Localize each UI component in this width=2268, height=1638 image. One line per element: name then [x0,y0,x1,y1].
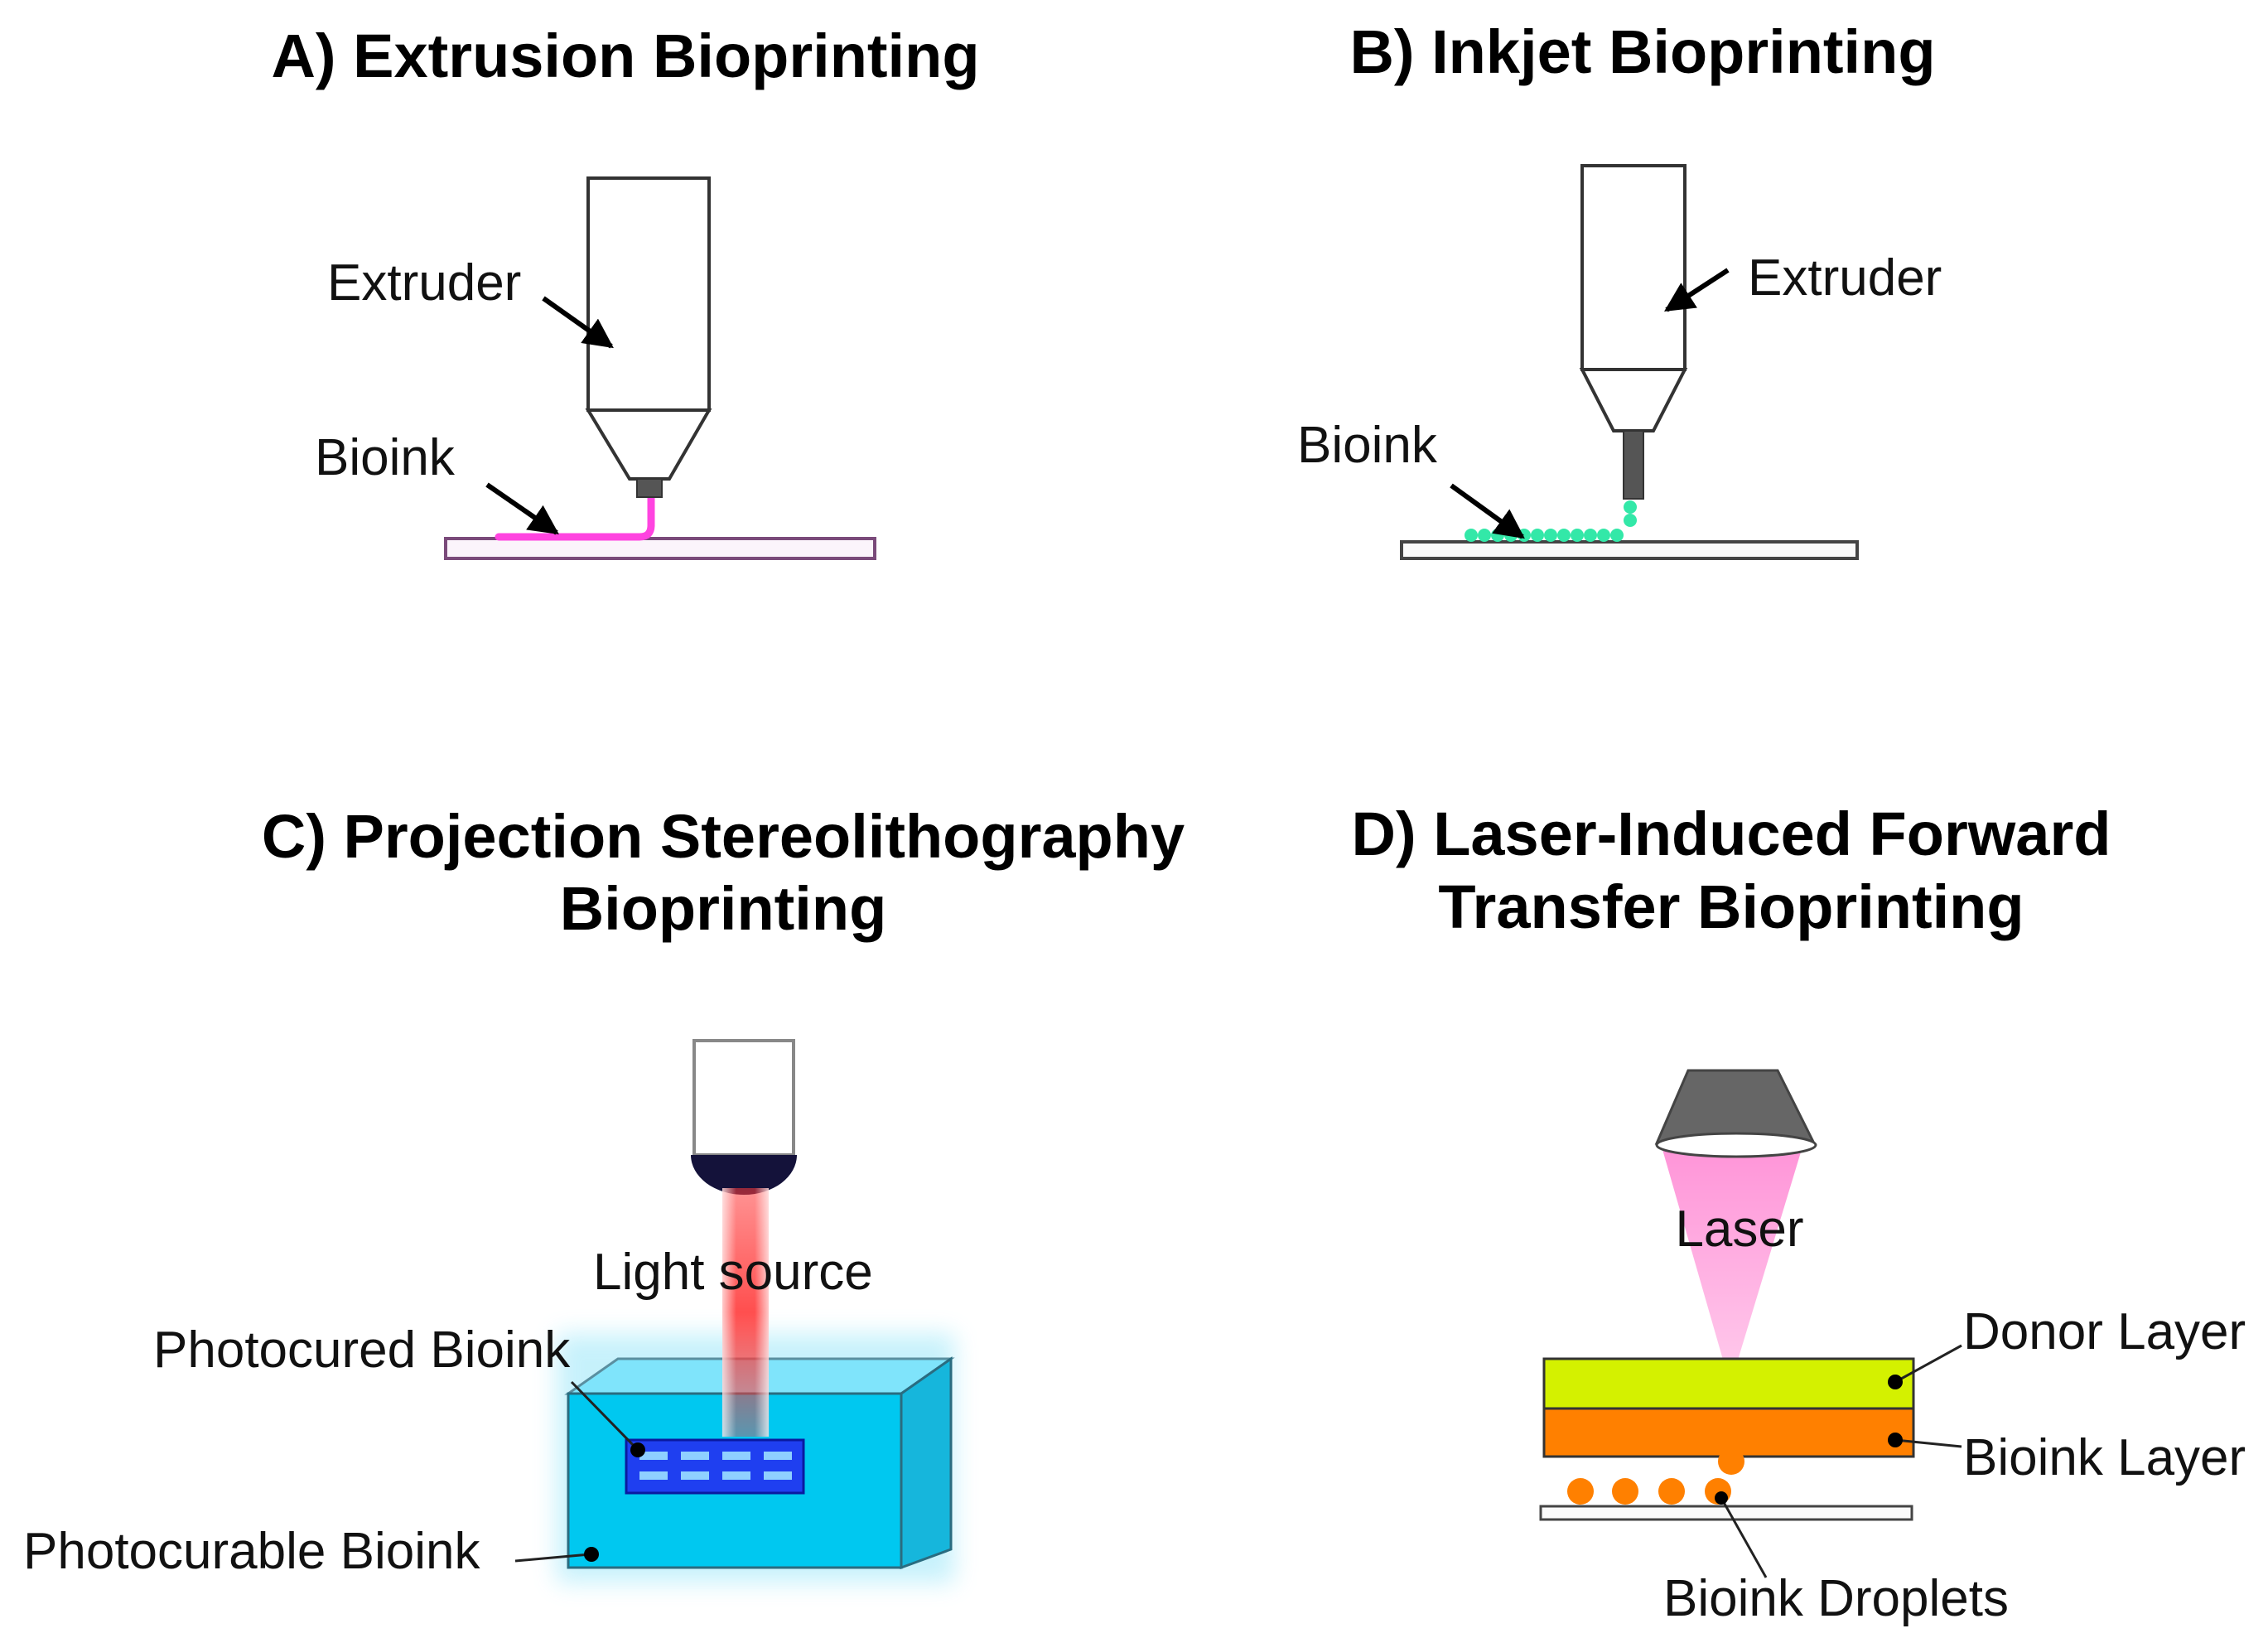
panel-b-inkjet: B) Inkjet Bioprinting Extruder Bioink [1297,17,1942,560]
label-donor-layer: Donor Layer [1963,1303,2246,1360]
donor-layer [1542,1357,1915,1410]
bioink-a-arrow [485,482,559,535]
panel-c-title-line2: Bioprinting [560,874,887,943]
photocurable-pointer-dot [584,1547,599,1562]
photocured-slot [722,1452,750,1460]
photocured-pointer-dot [630,1442,645,1457]
inkjet-droplet [1571,529,1584,542]
droplets-pointer [1720,1497,1768,1578]
panel-d-title-line2: Transfer Bioprinting [1438,872,2024,941]
donor-pointer [1894,1344,1962,1384]
donor-pointer-dot [1888,1375,1903,1389]
photocured-structure [625,1438,805,1495]
inkjet-droplet [1557,529,1571,542]
photocured-slot [639,1452,668,1460]
label-laser: Laser [1675,1201,1803,1258]
panel-a-title: A) Extrusion Bioprinting [271,22,979,90]
vat-side [900,1356,953,1570]
bioink-layer-pointer-dot [1888,1433,1903,1447]
label-extruder-b: Extruder [1748,249,1942,307]
inkjet-droplet [1584,529,1597,542]
panel-c-stereolithography: C) Projection Stereolithography Bioprint… [23,802,1185,1582]
panel-a-extrusion: A) Extrusion Bioprinting Extruder Bioink [271,22,980,560]
photocured-slot [764,1452,792,1460]
extrusion-nozzle [636,478,663,498]
photocured-slot [681,1452,709,1460]
inkjet-droplet [1544,529,1557,542]
photocured-pointer [570,1380,639,1452]
extruder-b [1579,164,1688,500]
panel-b-title: B) Inkjet Bioprinting [1349,17,1935,86]
inkjet-droplet [1624,500,1637,514]
label-light-source: Light source [593,1244,873,1301]
extruder-b-arrow [1663,268,1730,312]
inkjet-platform [1400,540,1859,560]
laser-head [1654,1069,1817,1158]
bioink-droplet [1612,1478,1638,1505]
inkjet-bioink-droplets [1465,500,1637,542]
bioink-droplet [1567,1478,1594,1505]
bioink-droplet [1658,1478,1685,1505]
label-bioink-a: Bioink [315,429,456,486]
bioink-bulge [1718,1448,1744,1475]
panel-d-lift: D) Laser-Induced Forward Transfer Biopri… [1352,800,2246,1627]
droplets-pointer-dot [1715,1491,1728,1505]
inkjet-droplet [1624,514,1637,527]
photocured-slot [639,1471,668,1480]
light-source [691,1039,797,1195]
extrusion-platform [444,537,876,560]
extruder-a-arrow [542,296,614,349]
inkjet-droplet [1597,529,1610,542]
label-photocured-bioink: Photocured Bioink [153,1322,571,1379]
extrusion-bioink-strand [495,493,655,541]
label-photocurable-bioink: Photocurable Bioink [23,1523,480,1580]
photocured-slot [681,1471,709,1480]
light-beam-edge [722,1188,769,1437]
inkjet-droplet [1465,529,1478,542]
inkjet-nozzle [1623,430,1644,500]
bioink-droplets [1567,1478,1731,1505]
bioink-b-arrow [1450,483,1525,539]
label-extruder-a: Extruder [327,254,521,312]
panel-d-title-line1: D) Laser-Induced Forward [1352,800,2111,868]
photocured-pattern [639,1452,792,1480]
label-bioink-droplets: Bioink Droplets [1663,1570,2009,1627]
label-bioink-layer: Bioink Layer [1963,1429,2246,1486]
photocured-slot [764,1471,792,1480]
inkjet-droplet [1610,529,1624,542]
extruder-a [585,176,712,498]
laser-beam [1662,1147,1802,1365]
photocured-slot [722,1471,750,1480]
inkjet-droplet [1491,529,1504,542]
inkjet-droplet [1531,529,1544,542]
inkjet-droplet [1478,529,1491,542]
bioink-layer-pointer [1894,1438,1962,1448]
photocurable-pointer [514,1553,591,1563]
label-bioink-b: Bioink [1297,417,1438,474]
panel-c-title-line1: C) Projection Stereolithography [262,802,1185,871]
light-lens [691,1155,797,1195]
